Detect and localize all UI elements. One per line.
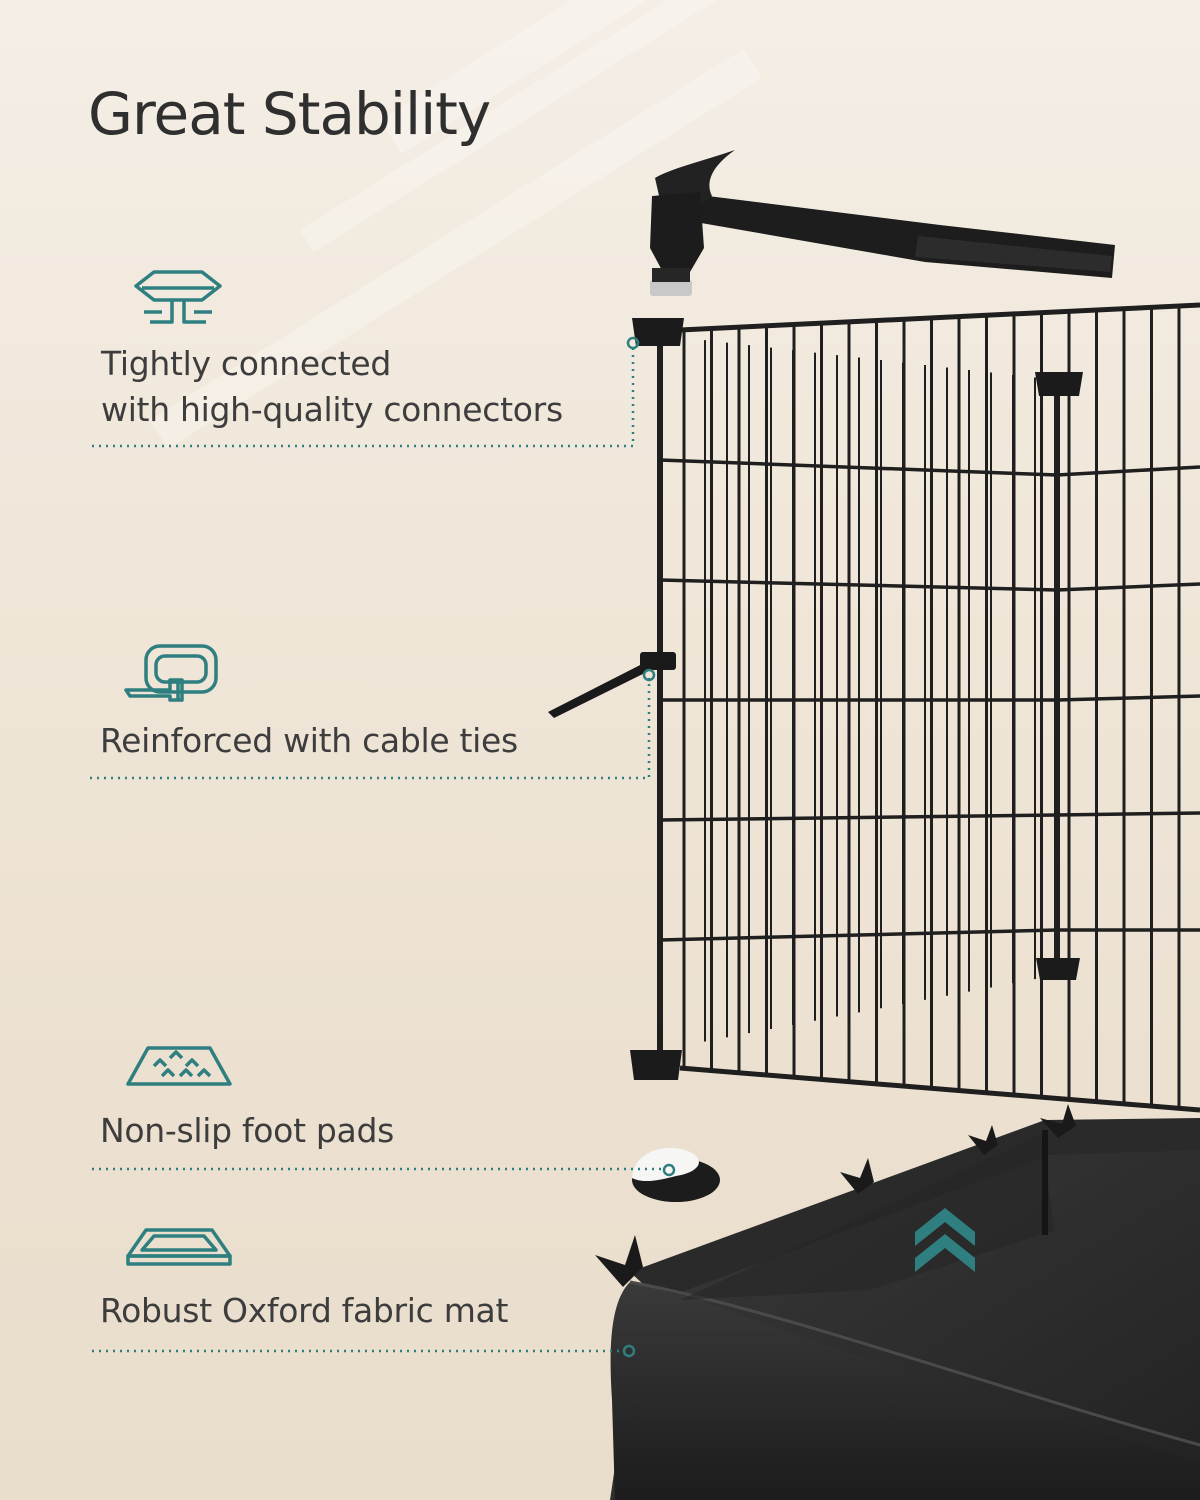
page-title: Great Stability: [88, 80, 491, 148]
fence-wire: [1056, 582, 1200, 592]
fabric-mat-leader-line: [92, 1349, 624, 1353]
fence-wire: [659, 578, 1058, 592]
fabric-mat: [595, 1104, 1200, 1500]
fence-wire: [659, 458, 1058, 477]
connectors-leader-line: [92, 348, 635, 448]
feature-line: with high-quality connectors: [101, 390, 563, 429]
fabric-mat-icon: [126, 1228, 232, 1266]
fence-wire: [1056, 811, 1200, 817]
foot-pad-icon: [126, 1046, 232, 1086]
cable-tie: [548, 652, 676, 718]
feature-fabric-mat-text: Robust Oxford fabric mat: [100, 1288, 508, 1334]
foot-pads-leader-line: [92, 1167, 662, 1171]
fence-wire: [659, 928, 1058, 942]
feature-line: Tightly connected: [101, 344, 391, 383]
feature-line: Non-slip foot pads: [100, 1111, 395, 1150]
callout-dots: [622, 336, 676, 1358]
feature-cable-ties-text: Reinforced with cable ties: [100, 718, 518, 764]
cable-tie-icon: [124, 644, 218, 702]
feature-connectors-text: Tightly connected with high-quality conn…: [101, 341, 563, 433]
feature-line: Robust Oxford fabric mat: [100, 1291, 509, 1330]
wire-fence: [657, 302, 1200, 1113]
cable-ties-leader-line: [90, 678, 651, 780]
hammer: [650, 150, 1115, 296]
fence-wire: [659, 813, 1058, 822]
connector-icon: [134, 270, 222, 324]
feature-foot-pads-text: Non-slip foot pads: [100, 1108, 394, 1154]
fence-wire: [1056, 694, 1200, 702]
fence-wire: [1056, 465, 1200, 477]
feature-line: Reinforced with cable ties: [100, 721, 518, 760]
fence-connectors: [630, 318, 1083, 1080]
lift-arrow-icon: [915, 1208, 975, 1272]
